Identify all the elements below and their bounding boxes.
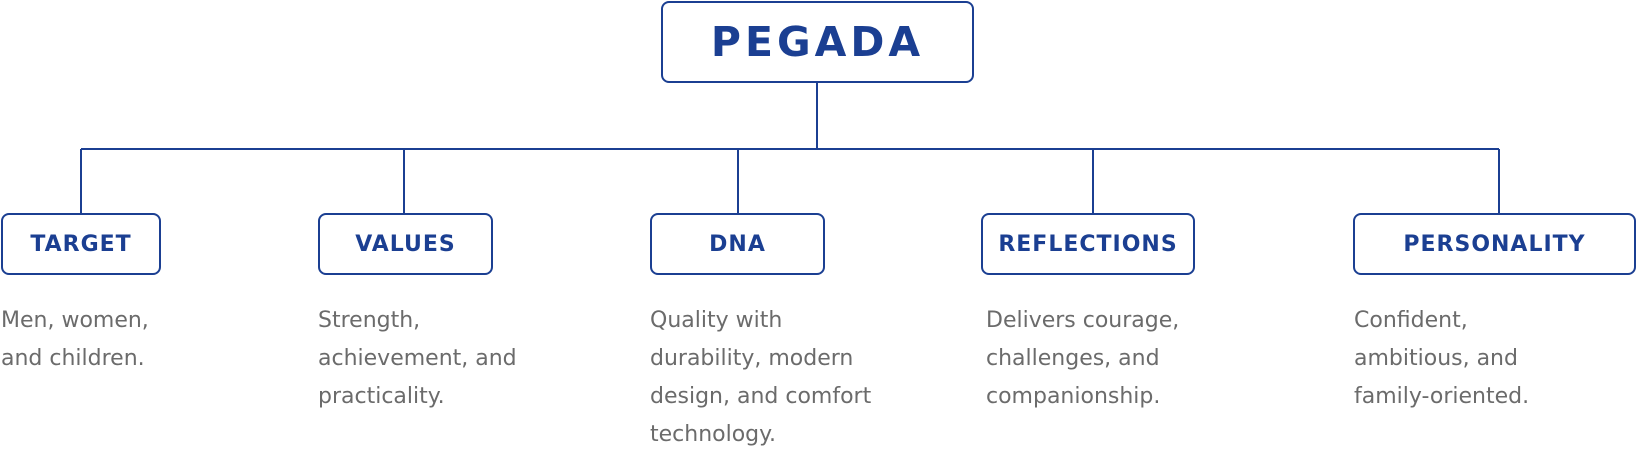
node-reflections: REFLECTIONS <box>981 213 1195 275</box>
description-line: Strength, <box>318 308 421 333</box>
description-line: achievement, and <box>318 346 517 371</box>
node-personality-description: Confident, ambitious, and family-oriente… <box>1354 302 1529 416</box>
node-personality: PERSONALITY <box>1353 213 1636 275</box>
description-line: companionship. <box>986 384 1161 409</box>
description-line: family-oriented. <box>1354 384 1530 409</box>
node-target-description: Men, women, and children. <box>1 302 149 378</box>
node-target: TARGET <box>1 213 161 275</box>
node-personality-label: PERSONALITY <box>1403 231 1586 257</box>
node-reflections-description: Delivers courage, challenges, and compan… <box>986 302 1179 416</box>
description-line: durability, modern <box>650 346 854 371</box>
node-target-label: TARGET <box>30 231 132 257</box>
node-reflections-label: REFLECTIONS <box>998 231 1178 257</box>
description-line: Men, women, <box>1 308 149 333</box>
node-values-label: VALUES <box>355 231 456 257</box>
description-line: practicality. <box>318 384 445 409</box>
root-node-pegada: PEGADA <box>661 1 974 83</box>
root-node-label: PEGADA <box>710 18 925 66</box>
node-dna-description: Quality with durability, modern design, … <box>650 302 871 454</box>
description-line: Delivers courage, <box>986 308 1180 333</box>
node-values-description: Strength, achievement, and practicality. <box>318 302 517 416</box>
description-line: design, and comfort <box>650 384 872 409</box>
description-line: Quality with <box>650 308 783 333</box>
node-dna: DNA <box>650 213 825 275</box>
description-line: ambitious, and <box>1354 346 1518 371</box>
node-dna-label: DNA <box>709 231 766 257</box>
description-line: challenges, and <box>986 346 1160 371</box>
description-line: Confident, <box>1354 308 1468 333</box>
description-line: technology. <box>650 422 777 447</box>
node-values: VALUES <box>318 213 493 275</box>
description-line: and children. <box>1 346 145 371</box>
